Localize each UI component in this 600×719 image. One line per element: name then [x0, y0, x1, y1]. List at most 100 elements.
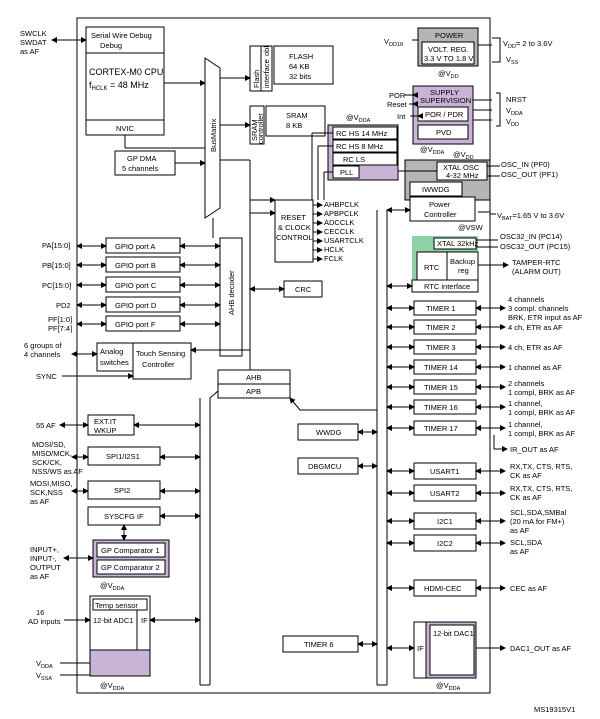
timer16: TIMER 16: [424, 403, 458, 412]
svg-text:NRST: NRST: [506, 95, 527, 104]
svg-text:HDMI-CEC: HDMI-CEC: [424, 584, 462, 593]
svg-text:SRAM: SRAM: [250, 119, 259, 141]
svg-text:IF: IF: [141, 616, 148, 625]
svg-text:NSS/WS as AF: NSS/WS as AF: [32, 467, 83, 476]
svg-text:GP DMA: GP DMA: [127, 154, 156, 163]
svg-text:1 channel,: 1 channel,: [508, 399, 543, 408]
svg-text:OSC32_OUT (PC15): OSC32_OUT (PC15): [500, 242, 571, 251]
svg-text:6 groups of: 6 groups of: [24, 341, 62, 350]
svg-text:interface: interface: [262, 59, 271, 88]
svg-text:Power: Power: [429, 200, 451, 209]
svg-text:(20 mA for FM+): (20 mA for FM+): [510, 517, 565, 526]
svg-text:VDDA: VDDA: [36, 659, 53, 670]
svg-text:VDDA: VDDA: [506, 106, 523, 117]
svg-text:I2C1: I2C1: [437, 517, 453, 526]
svg-text:@VDDA: @VDDA: [100, 681, 125, 692]
svg-text:APBPCLK: APBPCLK: [324, 209, 359, 218]
timer-links: [386, 305, 506, 431]
dac-block: 12-bit DAC1 IF: [413, 621, 477, 679]
svg-text:RX,TX, CTS, RTS,: RX,TX, CTS, RTS,: [510, 462, 572, 471]
svg-text:1 compl, BRK as AF: 1 compl, BRK as AF: [508, 388, 576, 397]
svg-text:SPI1/I2S1: SPI1/I2S1: [106, 452, 140, 461]
svg-text:EXT.IT: EXT.IT: [94, 417, 117, 426]
svg-text:& CLOCK: & CLOCK: [278, 223, 311, 232]
svg-text:PF[7:4]: PF[7:4]: [48, 324, 72, 333]
svg-text:CONTROL: CONTROL: [276, 233, 313, 242]
svg-text:SCK/CK,: SCK/CK,: [32, 458, 62, 467]
svg-text:SUPERVISION: SUPERVISION: [420, 96, 471, 105]
svg-text:INPUT-,: INPUT-,: [30, 554, 57, 563]
svg-text:8 KB: 8 KB: [286, 121, 302, 130]
svg-text:Controller: Controller: [142, 360, 175, 369]
svg-text:MISO/MCK,: MISO/MCK,: [32, 449, 72, 458]
clock-sources: RC HS 14 MHz RC HS 8 MHz RC LS PLL: [327, 124, 399, 181]
vdd-range: VDD= 2 to 3.6V: [503, 39, 552, 50]
swdat-label: SWDAT: [20, 38, 47, 47]
flash-block: Flash interface obl FLASH 64 KB 32 bits: [249, 45, 334, 92]
svg-text:SUPPLY: SUPPLY: [430, 88, 459, 97]
svg-text:POR: POR: [389, 91, 406, 100]
svg-text:@VDD: @VDD: [438, 69, 459, 80]
svg-text:SCL,SDA,SMBal: SCL,SDA,SMBal: [510, 508, 567, 517]
svg-text:USART1: USART1: [430, 467, 459, 476]
gpio-port-f: GPIO port F: [115, 320, 156, 329]
svg-text:as AF: as AF: [30, 497, 50, 506]
sram-block: SRAM controller SRAM 8 KB: [249, 105, 326, 145]
svg-text:POR / PDR: POR / PDR: [425, 110, 464, 119]
svg-text:VOLT. REG.: VOLT. REG.: [428, 45, 469, 54]
svg-text:@VDDA: @VDDA: [100, 581, 125, 592]
svg-text:Controller: Controller: [424, 210, 457, 219]
svg-text:@VSW: @VSW: [458, 223, 484, 232]
timer14: TIMER 14: [424, 363, 458, 372]
svg-text:12-bit DAC1: 12-bit DAC1: [433, 629, 474, 638]
ahb-decoder: [219, 237, 243, 357]
svg-text:RC HS 8 MHz: RC HS 8 MHz: [336, 142, 383, 151]
adc-block: Temp sensor 12-bit ADC1 IF: [89, 595, 151, 677]
svg-text:I2C2: I2C2: [437, 539, 453, 548]
nvic-label: NVIC: [116, 124, 135, 133]
gp-dma: GP DMA 5 channels: [114, 150, 176, 176]
gpio-port-d: GPIO port D: [115, 301, 157, 310]
timer15: TIMER 15: [424, 383, 458, 392]
svg-text:@VDDA: @VDDA: [436, 681, 461, 692]
svg-text:FCLK: FCLK: [324, 254, 343, 263]
svg-text:16: 16: [36, 608, 44, 617]
svg-text:INPUT+,: INPUT+,: [30, 545, 59, 554]
svg-text:64 KB: 64 KB: [289, 62, 309, 71]
svg-text:PA[15:0]: PA[15:0]: [42, 241, 70, 250]
svg-text:OSC32_IN (PC14): OSC32_IN (PC14): [500, 232, 563, 241]
svg-text:controller: controller: [256, 113, 265, 144]
svg-text:4-32 MHz: 4-32 MHz: [446, 171, 479, 180]
svg-text:4 ch, ETR as AF: 4 ch, ETR as AF: [508, 343, 563, 352]
svg-text:fHCLK = 48 MHz: fHCLK = 48 MHz: [89, 80, 149, 92]
svg-text:switches: switches: [100, 358, 129, 367]
svg-text:CRC: CRC: [295, 285, 312, 294]
timer17: TIMER 17: [424, 424, 458, 433]
svg-text:TAMPER-RTC: TAMPER-RTC: [512, 258, 561, 267]
svg-text:CK as AF: CK as AF: [510, 493, 542, 502]
svg-text:POWER: POWER: [435, 31, 464, 40]
timer2: TIMER 2: [426, 323, 456, 332]
svg-text:4 ch, ETR as AF: 4 ch, ETR as AF: [508, 323, 563, 332]
svg-text:AHB: AHB: [246, 373, 261, 382]
svg-text:Flash: Flash: [252, 70, 261, 88]
svg-text:BRK, ETR input as AF: BRK, ETR input as AF: [508, 313, 583, 322]
svg-text:XTAL OSC: XTAL OSC: [443, 163, 480, 172]
ahb-apb-bridge: AHB APB: [217, 369, 291, 399]
svg-text:DAC1_OUT as AF: DAC1_OUT as AF: [510, 644, 572, 653]
svg-text:GP Comparator 1: GP Comparator 1: [101, 546, 160, 555]
svg-text:3 compl. channels: 3 compl. channels: [508, 304, 569, 313]
serial-wire-debug: Serial Wire Debug: [91, 31, 152, 40]
svg-text:SCK,NSS: SCK,NSS: [30, 488, 63, 497]
svg-text:RTC: RTC: [424, 263, 440, 272]
usart-blocks: USART1 USART2: [413, 462, 477, 502]
svg-text:VSSA: VSSA: [36, 671, 52, 682]
svg-text:2 channels: 2 channels: [508, 379, 545, 388]
svg-text:1 compl, BRK as AF: 1 compl, BRK as AF: [508, 408, 576, 417]
gpio-port-b: GPIO port B: [115, 261, 156, 270]
power-block: POWER VOLT. REG. 3.3 V TO 1.8 V: [417, 27, 479, 67]
svg-text:OSC_IN (PF0): OSC_IN (PF0): [501, 160, 550, 169]
rtc-domain: XTAL 32kHz RTC Backup reg RTC interface: [411, 236, 479, 293]
touch-sensing: Analog switches Touch Sensing Controller: [96, 342, 192, 380]
